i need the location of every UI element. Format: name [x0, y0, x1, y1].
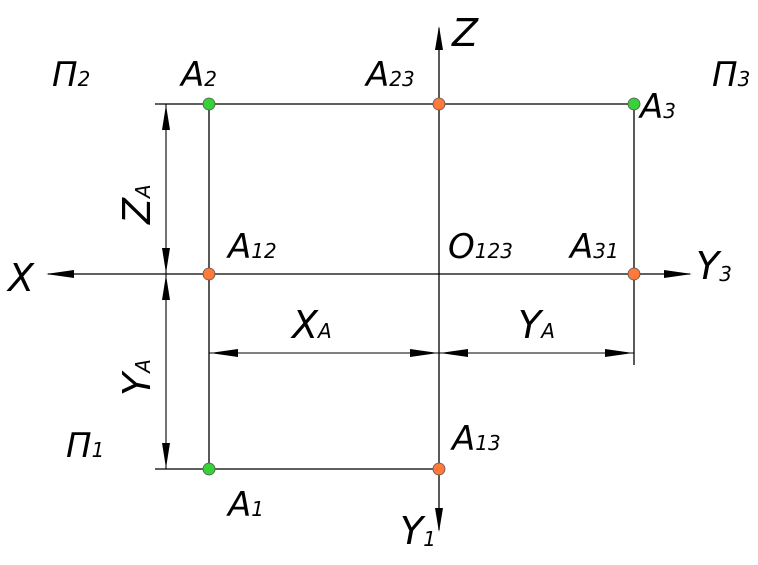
ya-top-arrowhead: [162, 275, 170, 300]
za-bottom-arrowhead: [162, 248, 170, 273]
label-a23: A23: [364, 55, 415, 95]
label-a3: A3: [638, 87, 676, 127]
label-a2: A2: [179, 55, 217, 95]
projection-lines: [155, 103, 635, 470]
point-a23: [432, 97, 446, 111]
ya-right-arrowhead: [605, 349, 633, 357]
y1-axis-arrowhead: [435, 508, 443, 532]
xa-right-arrowhead: [410, 349, 438, 357]
dimension-lines: [162, 104, 634, 469]
points: [202, 97, 641, 476]
dimension-za-label: ZA: [115, 184, 159, 225]
dimension-ya-vertical-label: YA: [115, 359, 159, 396]
point-a12: [202, 267, 216, 281]
point-a13: [432, 462, 446, 476]
y3-axis-arrowhead: [664, 270, 692, 278]
point-a3: [627, 97, 641, 111]
point-a1: [202, 462, 216, 476]
xa-left-arrowhead: [210, 349, 238, 357]
z-axis-arrowhead: [435, 26, 443, 50]
ya-left-arrowhead: [440, 349, 468, 357]
label-a13: A13: [450, 419, 501, 459]
x-axis-label: X: [6, 256, 35, 300]
ya-bottom-arrowhead: [162, 443, 170, 468]
plane-p3-label: П3: [712, 55, 750, 95]
za-top-arrowhead: [162, 105, 170, 130]
dimension-xa-label: XA: [290, 303, 332, 347]
point-a31: [627, 267, 641, 281]
label-a12: A12: [226, 227, 277, 267]
z-axis-label: Z: [451, 11, 479, 55]
point-a2: [202, 97, 216, 111]
y3-axis-label: Y3: [696, 244, 732, 288]
axis-lines: [46, 26, 692, 532]
label-a31: A31: [568, 227, 619, 267]
plane-p2-label: П2: [52, 55, 90, 95]
label-a1: A1: [226, 485, 264, 525]
plane-p1-label: П1: [66, 426, 104, 466]
dimension-ya-horizontal-label: YA: [518, 303, 555, 347]
x-axis-arrowhead: [46, 270, 74, 278]
label-o123: O123: [448, 227, 513, 267]
y1-axis-label: Y1: [400, 509, 436, 553]
